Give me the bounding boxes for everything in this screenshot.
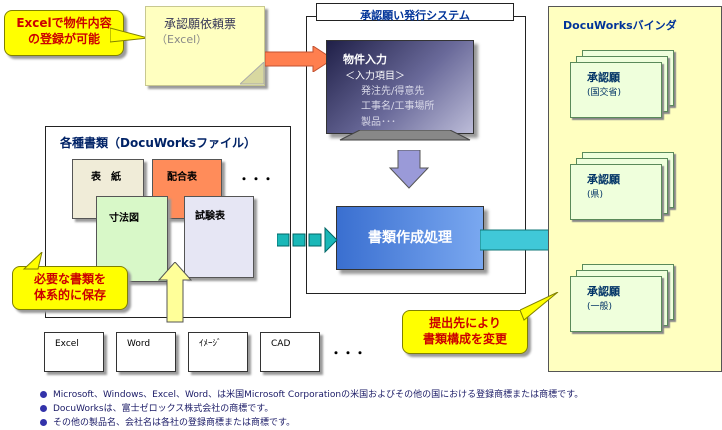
doc-label: 試験表 [195,211,225,222]
doc-label: 寸法図 [109,213,139,224]
binder-doc-title: 承認願 [587,285,620,298]
input-monitor: 物件入力 ＜入力項目＞ 発注先/得意先 工事名/工事場所 製品･･･ [326,40,474,134]
down-arrow-icon [388,150,430,189]
request-sheet-title: 承認願依頼票 [164,17,237,31]
system-title-box: 承認願い発行システム [316,3,514,22]
callout-pointer [110,27,149,43]
footnote: その他の製品名、会社名は各社の登録商標または商標です。 [40,415,295,428]
monitor-stand [339,130,471,141]
binder-doc-sub: (一般) [587,302,613,312]
callout-line: の登録が可能 [27,32,100,46]
source-label: ｲﾒｰｼﾞ [199,339,222,349]
doc-label: 配合表 [167,172,197,183]
excel-callout: Excelで物件内容 の登録が可能 [4,10,124,56]
system-title: 承認願い発行システム [360,9,470,22]
footnote-text: Microsoft、Windows、Excel、Word、は米国Microsof… [53,390,584,400]
binder-doc-sub: (県) [587,190,604,200]
binder-doc-2: 承認願 (県) [570,164,662,220]
callout-pointer [520,292,559,321]
source-image: ｲﾒｰｼﾞ [188,332,248,372]
bullet-icon [40,419,47,426]
callout-pointer [22,252,43,270]
doc-label: 表 紙 [91,172,121,183]
documents-ellipsis: ・・・ [238,172,275,186]
callout-line: 必要な書類を [33,272,106,286]
footnote-text: DocuWorksは、富士ゼロックス株式会社の商標です。 [53,404,274,414]
dashed-arrow-icon [277,226,338,254]
binder-doc-sub: (国交省) [587,88,622,98]
source-label: Excel [55,339,79,349]
sources-ellipsis: ・・・ [330,346,367,360]
binder-title: DocuWorksバインダ [563,19,677,32]
change-callout: 提出先により 書類構成を変更 [402,310,528,354]
source-word: Word [116,332,176,372]
footnote: Microsoft、Windows、Excel、Word、は米国Microsof… [40,387,583,400]
binder-doc-title: 承認願 [587,71,620,84]
source-label: CAD [271,339,291,349]
process-box: 書類作成処理 [336,206,484,270]
callout-line: Excelで物件内容 [16,16,112,30]
source-label: Word [127,339,151,349]
monitor-line: 製品･･･ [361,117,396,128]
documents-title: 各種書類（DocuWorksファイル） [60,136,256,150]
monitor-line: ＜入力項目＞ [345,71,405,82]
binder-doc-title: 承認願 [587,173,620,186]
request-sheet: 承認願依頼票 （Excel） [145,6,265,86]
bullet-icon [40,391,47,398]
bullet-icon [40,405,47,412]
process-label: 書類作成処理 [368,230,452,246]
monitor-line-title: 物件入力 [343,53,387,66]
source-cad: CAD [260,332,320,372]
callout-line: 体系的に保存 [33,288,106,302]
binder-doc-1: 承認願 (国交省) [570,62,662,118]
doc-test-table: 試験表 [184,196,254,278]
footnote: DocuWorksは、富士ゼロックス株式会社の商標です。 [40,401,273,414]
monitor-line: 発注先/得意先 [361,86,425,97]
page-fold-icon [240,62,265,85]
organize-callout: 必要な書類を 体系的に保存 [12,266,128,310]
up-arrow-icon [158,262,192,323]
footnote-text: その他の製品名、会社名は各社の登録商標または商標です。 [53,418,296,428]
callout-line: 書類構成を変更 [422,332,507,346]
monitor-line: 工事名/工事場所 [361,101,435,112]
callout-line: 提出先により [429,316,501,330]
source-excel: Excel [44,332,104,372]
binder-doc-3: 承認願 (一般) [570,276,662,332]
request-sheet-subtitle: （Excel） [156,33,208,46]
input-arrow-icon [265,46,334,72]
